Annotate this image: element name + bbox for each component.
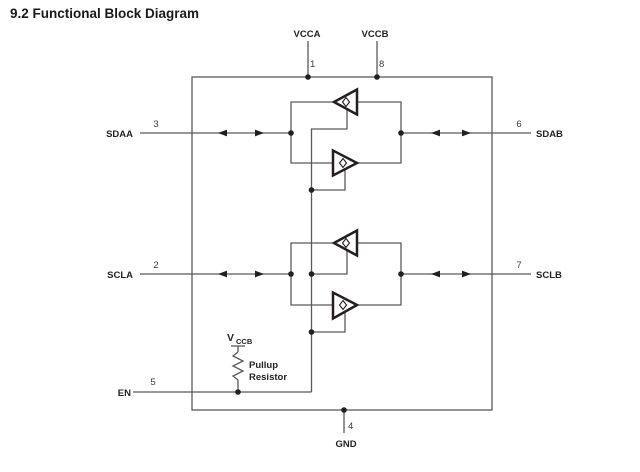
- enable-tee-dot: [308, 271, 315, 277]
- one-shot-diamond-icon: [338, 157, 348, 169]
- enable-branch-scl-lower: [311, 312, 346, 333]
- pin-label-sdab: SDAB: [536, 129, 563, 140]
- scla-junction-dot: [288, 271, 294, 277]
- one-shot-diamond-icon: [338, 299, 348, 311]
- pin-number-sclb: 7: [516, 260, 521, 271]
- pin-number-scla: 2: [153, 260, 158, 271]
- pullup-network: [231, 345, 245, 392]
- vcca-junction-dot: [305, 74, 311, 80]
- pin-label-gnd: GND: [335, 439, 356, 450]
- sda-channel-loop: [290, 101, 402, 164]
- enable-tee-dot: [308, 187, 315, 193]
- enable-rail: [310, 110, 348, 392]
- pin-label-sdaa: SDAA: [106, 129, 133, 140]
- arrow-left-icon: [218, 129, 227, 137]
- one-shot-diamond-icon: [341, 96, 351, 108]
- bidirectional-arrows: [218, 129, 471, 278]
- signal-pin-wires: [133, 132, 531, 433]
- arrow-right-icon: [462, 270, 471, 278]
- enable-rail-wire: [310, 110, 348, 392]
- arrow-left-icon: [431, 129, 440, 137]
- vccb-supply-symbol: V: [227, 332, 234, 344]
- enable-tee-dot: [308, 329, 315, 335]
- sda-loop-wire-lower-left: [290, 133, 333, 164]
- arrow-right-icon: [462, 129, 471, 137]
- pin-number-sdab: 6: [516, 119, 521, 130]
- pin-number-gnd: 4: [348, 421, 353, 432]
- scl-channel-loop: [290, 242, 402, 306]
- pullup-junction-dot: [235, 389, 241, 395]
- pin-number-vccb: 8: [379, 59, 384, 70]
- enable-branch-scl-upper: [311, 251, 348, 275]
- enable-branch-sda-lower: [311, 170, 346, 191]
- vccb-junction-dot: [374, 74, 380, 80]
- junction-dots: [235, 74, 404, 413]
- sdab-junction-dot: [398, 130, 404, 136]
- pin-label-vccb: VCCB: [362, 29, 389, 40]
- scl-loop-wire-upper-right: [357, 242, 402, 274]
- pin-label-en: EN: [118, 388, 131, 399]
- sda-loop-wire-upper-right: [357, 101, 402, 133]
- sda-loop-wire-lower-right: [357, 133, 402, 164]
- resistor-zigzag-icon: [231, 351, 245, 381]
- pin-label-vcca: VCCA: [294, 29, 321, 40]
- arrow-left-icon: [431, 270, 440, 278]
- section-title: 9.2 Functional Block Diagram: [10, 6, 200, 21]
- arrow-left-icon: [218, 270, 227, 278]
- pin-label-scla: SCLA: [107, 270, 133, 281]
- scl-loop-wire-upper-left: [290, 242, 334, 274]
- pin-number-sdaa: 3: [153, 119, 158, 130]
- pullup-label-line1: Pullup: [249, 360, 278, 371]
- pin-number-vcca: 1: [310, 59, 315, 70]
- scl-loop-wire-lower-left: [290, 274, 333, 306]
- pin-label-sclb: SCLB: [536, 270, 562, 281]
- sda-loop-wire-upper-left: [290, 101, 334, 133]
- one-shot-diamond-icon: [341, 237, 351, 249]
- pullup-label-line2: Resistor: [249, 372, 287, 383]
- buffers: [331, 87, 360, 321]
- arrow-right-icon: [255, 270, 264, 278]
- gnd-junction-dot: [341, 407, 347, 413]
- sdaa-junction-dot: [288, 130, 294, 136]
- sclb-junction-dot: [398, 271, 404, 277]
- scl-loop-wire-lower-right: [357, 274, 402, 306]
- arrow-right-icon: [255, 129, 264, 137]
- supply-pin-wires: [307, 41, 378, 77]
- pin-number-en: 5: [150, 377, 155, 388]
- vccb-supply-subscript: CCB: [236, 337, 253, 346]
